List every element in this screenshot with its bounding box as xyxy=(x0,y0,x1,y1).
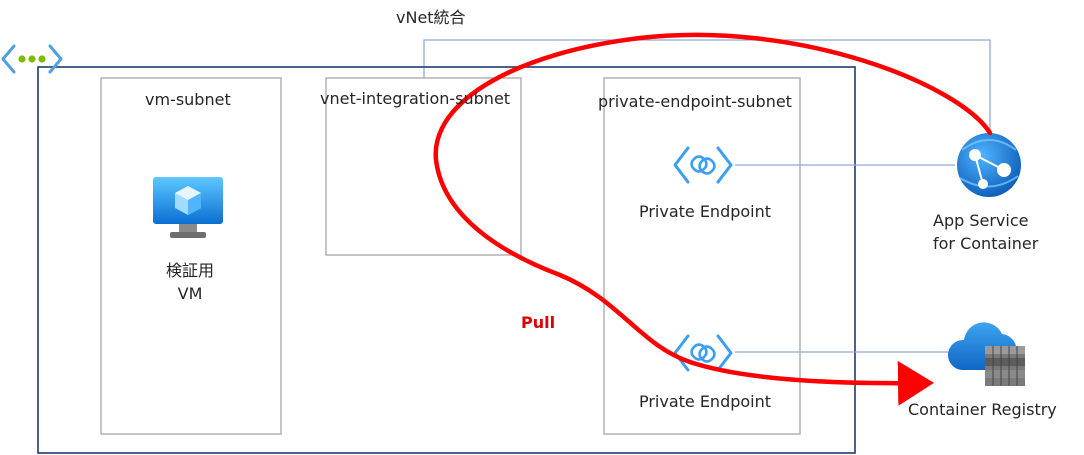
private-endpoint-icon xyxy=(673,146,733,184)
app-service-label-line2: for Container xyxy=(933,234,1039,253)
vm-subnet-title: vm-subnet xyxy=(145,90,231,109)
private-endpoint-icon xyxy=(673,334,733,372)
vnet-icon xyxy=(1,44,63,74)
vm-label-line2: VM xyxy=(177,284,203,303)
vm-label-line1: 検証用 xyxy=(165,261,214,280)
container-registry-label: Container Registry xyxy=(908,400,1057,419)
app-service-icon xyxy=(957,133,1021,197)
pull-flow-label: Pull xyxy=(521,313,556,332)
virtual-machine-icon xyxy=(153,177,223,238)
private-endpoint-subnet-box xyxy=(603,77,801,435)
vm-subnet-box xyxy=(100,77,282,435)
private-endpoint-label: Private Endpoint xyxy=(638,202,772,221)
vnet-integration-label: vNet統合 xyxy=(396,8,466,27)
app-service-label-line1: App Service xyxy=(933,211,1029,230)
vnet-boundary xyxy=(37,66,856,454)
private-endpoint-label: Private Endpoint xyxy=(638,392,772,411)
vnet-integration-subnet-box xyxy=(325,77,522,256)
container-registry-icon xyxy=(947,322,1025,386)
vnet-integration-connector xyxy=(423,39,991,135)
vnet-integration-subnet-title: vnet-integration-subnet xyxy=(320,89,511,108)
private-endpoint-subnet-title: private-endpoint-subnet xyxy=(598,92,792,111)
pull-flow-arrow xyxy=(433,32,993,406)
